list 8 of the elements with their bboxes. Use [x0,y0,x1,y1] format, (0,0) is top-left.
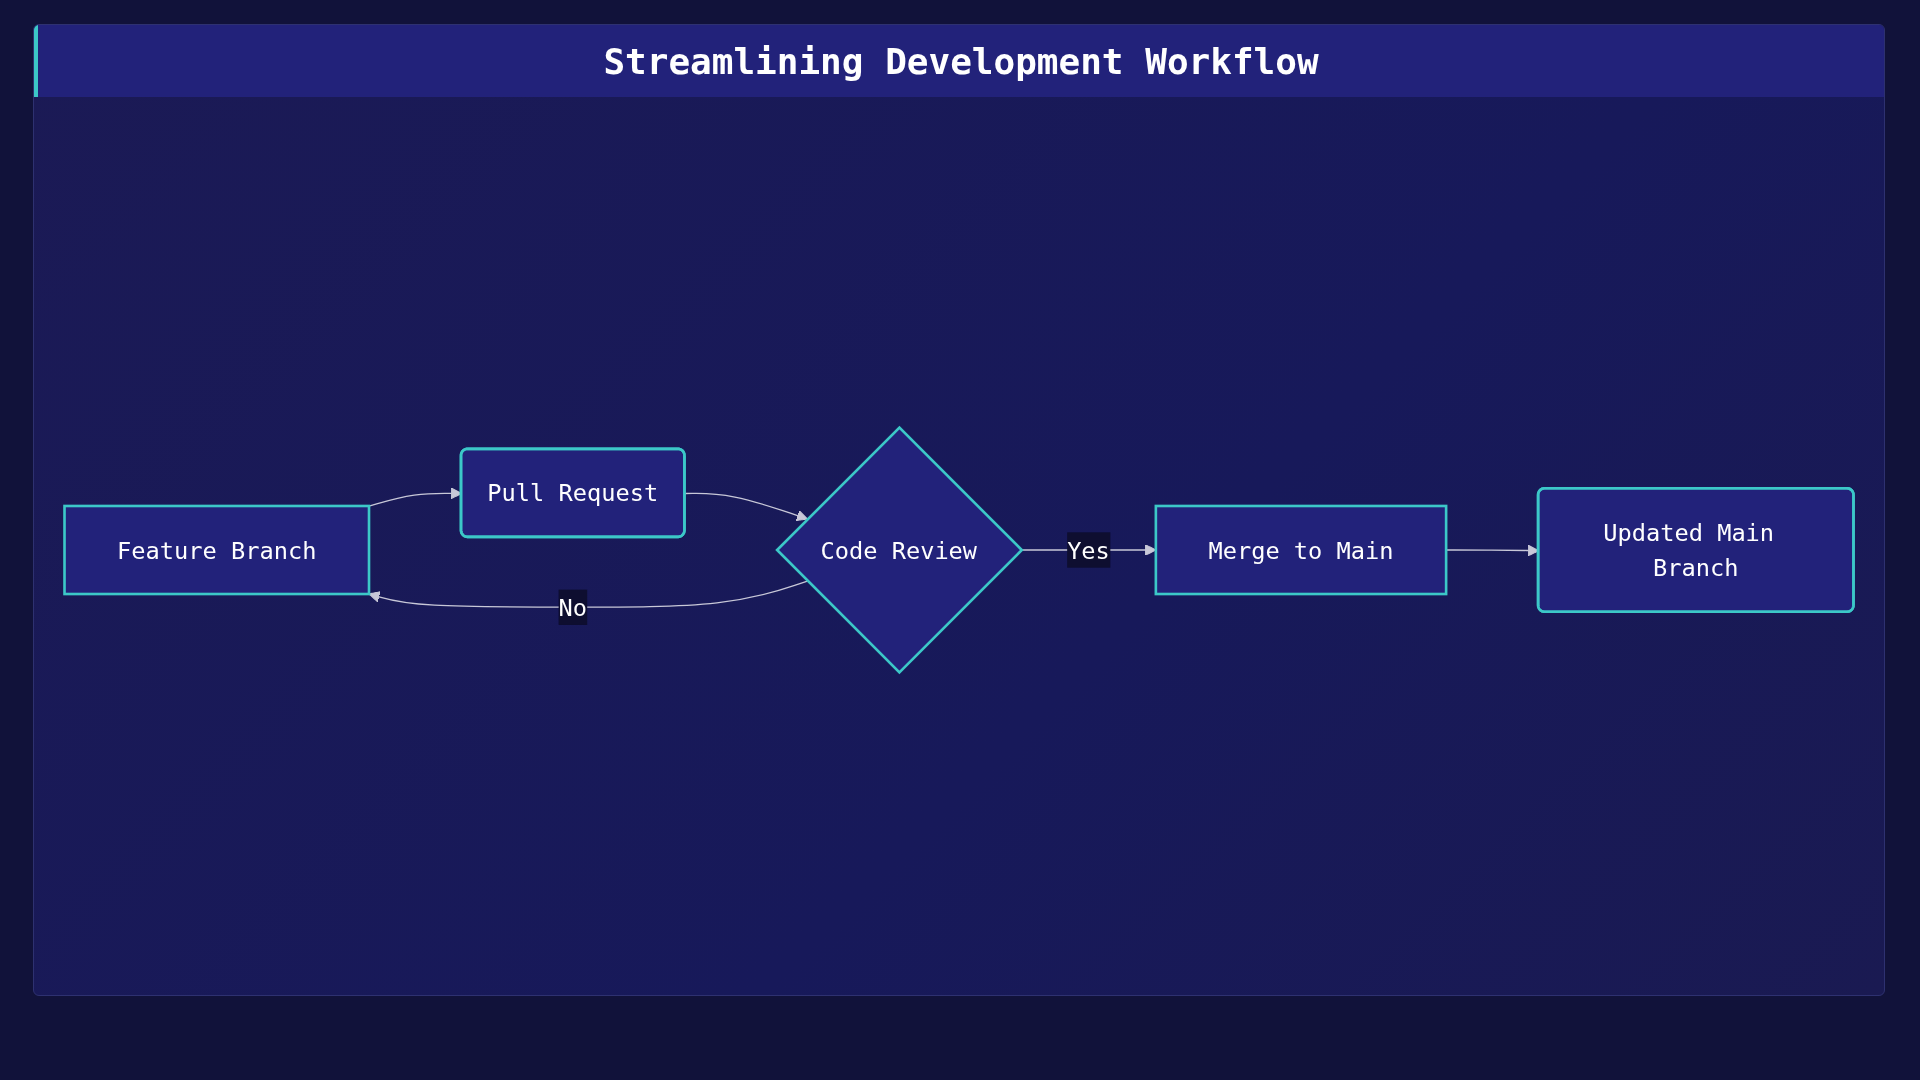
diagram-title: Streamlining Development Workflow [603,40,1319,82]
node-box: Feature Branch [63,504,371,596]
edge-label: Yes [1067,536,1110,564]
node-diamond: Code Review [775,425,1024,675]
edge-label: No [558,593,587,621]
node-box: Merge to Main [1154,504,1448,596]
arrow [684,492,808,522]
arrow [368,580,809,608]
